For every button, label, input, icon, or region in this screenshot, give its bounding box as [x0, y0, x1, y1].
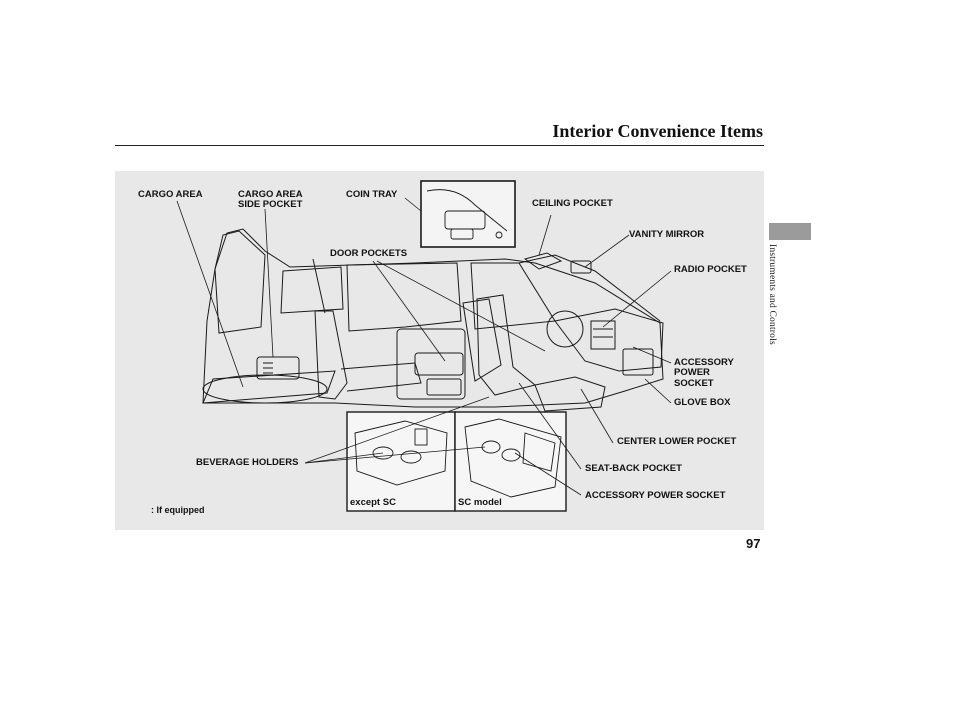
inset-label-sc-model: SC model	[458, 497, 502, 508]
title-rule	[115, 145, 764, 146]
if-equipped-marker	[141, 506, 147, 513]
coin-tray-inset	[420, 180, 516, 248]
callout-cargo-area-side-pocket-line2: SIDE POCKET	[238, 199, 303, 210]
callout-glove-box: GLOVE BOX	[674, 397, 731, 408]
callout-accessory-power-socket-line1: ACCESSORY	[674, 357, 734, 368]
side-tab-label-container: Instruments and Controls	[767, 244, 783, 374]
rear-gate	[214, 230, 266, 334]
door-pocket-panel	[396, 328, 466, 400]
footnote-marker: :	[151, 505, 154, 515]
steering-wheel	[546, 310, 584, 348]
cargo-floor	[202, 374, 328, 404]
rear-window	[280, 266, 344, 314]
rear-seat	[314, 310, 348, 400]
section-tab	[769, 223, 811, 240]
callout-accessory-power-socket-line2: POWER	[674, 367, 710, 378]
footnote: : If equipped	[141, 505, 205, 515]
callout-cargo-area: CARGO AREA	[138, 189, 203, 200]
side-tab-label: Instruments and Controls	[767, 244, 777, 345]
vanity-mirror-shape	[570, 260, 592, 274]
page-number: 97	[746, 536, 761, 551]
center-console	[534, 376, 606, 412]
callout-door-pockets: DOOR POCKETS	[330, 248, 408, 259]
callout-ceiling-pocket: CEILING POCKET	[532, 198, 613, 209]
callout-cargo-area-side-pocket-line1: CARGO AREA	[238, 189, 303, 200]
windshield	[518, 254, 661, 322]
front-window	[470, 262, 556, 330]
footnote-text: If equipped	[156, 505, 205, 515]
inset-label-except-sc: except SC	[350, 497, 396, 508]
ceiling-pocket-shape	[523, 252, 563, 270]
front-seat	[476, 294, 537, 396]
glove-box-shape	[622, 348, 654, 376]
radio	[590, 320, 616, 350]
callout-beverage-holders: BEVERAGE HOLDERS	[196, 457, 299, 468]
callout-accessory-power-socket-line3: SOCKET	[674, 378, 714, 389]
side-pocket	[256, 356, 300, 380]
vehicle-body-outline	[202, 228, 664, 408]
dashboard	[554, 308, 664, 372]
sc-model-inset	[454, 411, 567, 512]
callout-accessory-power-socket-bottom: ACCESSORY POWER SOCKET	[585, 490, 726, 501]
callout-vanity-mirror: VANITY MIRROR	[629, 229, 705, 240]
page-title: Interior Convenience Items	[552, 121, 763, 141]
interior-illustration	[176, 180, 672, 512]
callout-coin-tray: COIN TRAY	[346, 189, 398, 200]
callout-radio-pocket: RADIO POCKET	[674, 264, 747, 275]
center-door	[346, 262, 462, 332]
callout-seat-back-pocket: SEAT-BACK POCKET	[585, 463, 682, 474]
callout-center-lower-pocket: CENTER LOWER POCKET	[617, 436, 737, 447]
